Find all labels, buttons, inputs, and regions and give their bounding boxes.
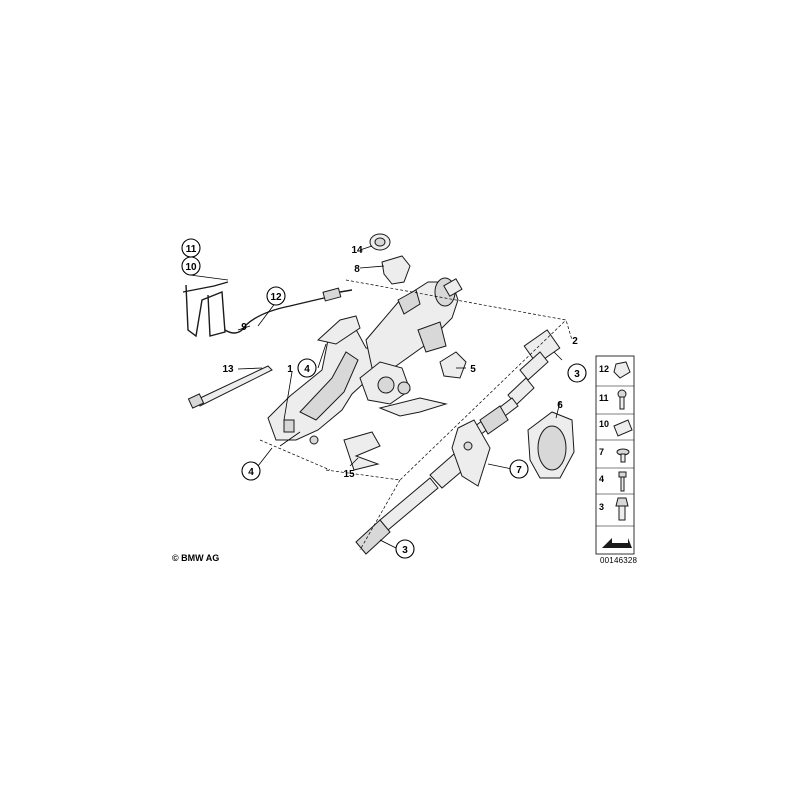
nut-icon-3: [615, 497, 629, 521]
legend-label-4: 4: [599, 474, 604, 484]
callout-3-lower: 3: [395, 539, 415, 559]
legend-label-7: 7: [599, 447, 604, 457]
shaft-flange: [451, 419, 491, 487]
legend-label-12: 12: [599, 364, 609, 374]
dashed-frame: [259, 279, 573, 551]
cable-tie: [187, 365, 273, 409]
callout-15-label: 15: [343, 469, 355, 480]
callout-7-label: 7: [516, 465, 522, 476]
callout-4-lower-label: 4: [248, 467, 254, 478]
lock-cylinder: [381, 255, 411, 285]
callout-2-label: 2: [572, 336, 578, 347]
callout-3-lower-label: 3: [402, 545, 408, 556]
callout-13-label: 13: [222, 364, 234, 375]
rubber-boot: [527, 411, 575, 479]
callout-6-label: 6: [557, 400, 563, 411]
callout-4-upper: 4: [297, 358, 317, 378]
bolt-icon-4: [618, 471, 627, 492]
callout-8-label: 8: [354, 264, 360, 275]
callout-4-lower: 4: [241, 461, 261, 481]
callout-5-label: 5: [470, 364, 476, 375]
callout-12-label: 12: [270, 292, 282, 303]
ring-part: [369, 233, 391, 251]
copyright-notice: © BMW AG: [172, 553, 220, 563]
callout-4-upper-label: 4: [304, 364, 310, 375]
callout-12: 12: [266, 286, 286, 306]
bolt-icon-7: [616, 448, 630, 463]
legend-label-11: 11: [599, 393, 609, 403]
callout-1-label: 1: [287, 364, 293, 375]
callout-3-upper-label: 3: [574, 369, 580, 380]
speed-nut-icon: [613, 419, 633, 437]
fastener-legend: 12 11 10 7 4 3: [595, 355, 635, 555]
sensor-part: [439, 351, 467, 379]
clip-nut-icon: [613, 361, 631, 379]
document-number: 00146328: [600, 556, 638, 565]
heat-shield: [343, 397, 448, 471]
callout-14-label: 14: [351, 245, 363, 256]
bolt-icon-11: [617, 389, 627, 410]
arrow-icon: [602, 538, 632, 548]
lock-mechanism: [359, 361, 411, 405]
callout-3-upper: 3: [567, 363, 587, 383]
cable-harness: [182, 281, 353, 338]
callout-11-label: 11: [186, 244, 197, 255]
steering-column-housing: [267, 315, 381, 447]
legend-label-10: 10: [599, 419, 609, 429]
callout-7: 7: [509, 459, 529, 479]
callout-9-label: 9: [241, 322, 247, 333]
legend-label-3: 3: [599, 502, 604, 512]
callout-10-label: 10: [185, 262, 197, 273]
callout-10: 10: [181, 256, 201, 276]
leader-lines: [189, 245, 563, 550]
steering-column-tube: [365, 277, 463, 369]
callout-11: 11: [181, 238, 201, 258]
